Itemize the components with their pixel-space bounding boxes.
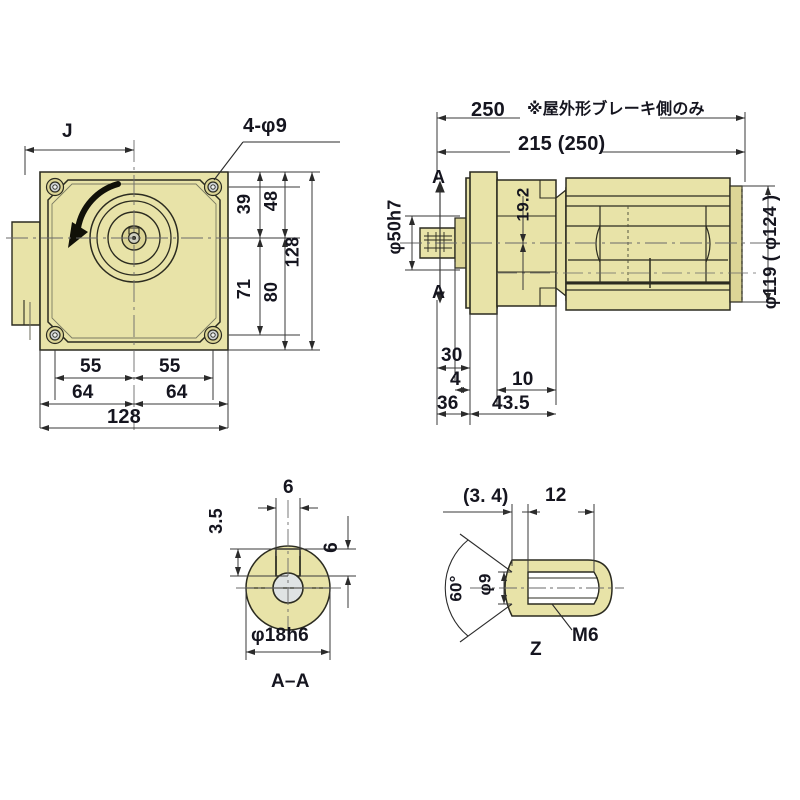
dim-43-5: 43.5	[492, 393, 530, 414]
dim-36: 36	[437, 393, 459, 414]
dim-phi9: φ9	[475, 573, 495, 596]
dim-12: 12	[545, 485, 567, 506]
section-aa-centerlines	[236, 500, 344, 644]
detail-z-view	[443, 504, 624, 643]
shaft-keyway-hatch	[424, 232, 452, 252]
label-section-a-top: A	[432, 167, 446, 187]
label-4-phi9: 4-φ9	[243, 115, 288, 137]
dim-3-4: (3. 4)	[463, 486, 509, 507]
hidden-lines	[627, 186, 743, 302]
front-bottom-dims	[39, 350, 229, 431]
dim-3-5: 3.5	[205, 508, 226, 534]
dim-55-left: 55	[80, 356, 102, 377]
dim-48: 48	[261, 190, 282, 212]
bolt-hole-top-right	[203, 177, 223, 197]
front-terminal-box	[11, 221, 41, 326]
leader-4-phi9	[213, 141, 340, 181]
rotation-direction-arrow	[68, 181, 121, 248]
dim-overall-length: 215 (250)	[518, 133, 606, 155]
dim-71: 71	[234, 278, 255, 300]
motor-body-outer	[565, 177, 731, 311]
dim-phi119-phi124: φ119 ( φ124 )	[760, 194, 781, 310]
dim-30: 30	[441, 345, 463, 366]
note-outdoor-brake: ※屋外形ブレーキ側のみ	[527, 99, 705, 118]
flange-inner-octagon-2	[51, 183, 217, 339]
side-section-view	[400, 112, 775, 425]
dim-key-depth-6: 6	[320, 542, 342, 553]
dim-4: 4	[450, 369, 461, 390]
dim-19-2-label: 19.2	[513, 187, 533, 222]
motor-internal-lines	[566, 195, 730, 291]
bolt-hole-bottom-right	[203, 325, 223, 345]
chamfer-cone-lines	[444, 533, 513, 643]
dim-phi50h7: φ50h7	[384, 199, 405, 255]
side-top-dims	[436, 112, 746, 182]
dim-10: 10	[512, 369, 534, 390]
label-j: J	[62, 121, 73, 142]
dim-key-width-6: 6	[283, 477, 294, 498]
dim-64-left: 64	[72, 382, 94, 403]
front-right-dims	[228, 171, 320, 351]
dim-phi119	[742, 185, 775, 303]
gearbox-internal-lines	[497, 180, 556, 306]
label-section-a-bottom: A	[432, 282, 446, 302]
dim-250-note-value: 250	[471, 99, 505, 121]
front-flange-view	[6, 140, 340, 431]
dim-39: 39	[234, 193, 255, 215]
caption-a-a: A–A	[271, 671, 310, 692]
dim-128-vertical: 128	[282, 236, 303, 268]
dim-phi18h6: φ18h6	[251, 625, 309, 646]
leader-m6	[551, 603, 573, 631]
caption-z: Z	[530, 639, 542, 660]
section-a-a-view	[230, 498, 356, 660]
dim-64-right: 64	[166, 382, 188, 403]
side-bottom-dims	[436, 262, 557, 425]
dim-phi50h7	[405, 215, 460, 271]
section-aa-dims	[230, 498, 356, 660]
dim-128-horizontal: 128	[107, 406, 141, 428]
bolt-hole-top-left	[45, 177, 65, 197]
label-m6: M6	[572, 625, 599, 646]
detail-z-dims	[443, 504, 595, 605]
section-marks-a	[435, 180, 445, 304]
bolt-hole-bottom-left	[45, 325, 65, 345]
motor-end-cap	[729, 185, 743, 303]
dim-60-deg: 60°	[446, 575, 466, 602]
dim-55-right: 55	[159, 356, 181, 377]
dim-j	[24, 146, 134, 175]
dim-80: 80	[261, 281, 282, 303]
